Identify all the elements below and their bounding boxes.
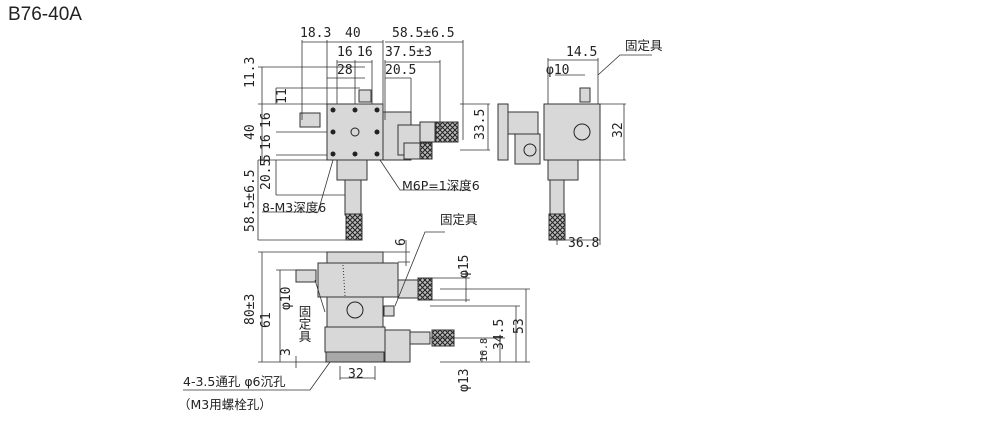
dim-16b: 16 xyxy=(357,45,373,60)
side-view: 14.5 φ10 固定具 32 36.8 xyxy=(497,38,663,251)
dim-16a: 16 xyxy=(337,45,353,60)
dim-34-5: 34.5 xyxy=(492,319,507,350)
front-view: 固定具 6 φ15 80±3 61 φ10 固定具 3 32 34.5 53 1… xyxy=(178,212,530,412)
label-m6-hole: M6P=1深度6 xyxy=(402,178,480,193)
dim-11-3: 11.3 xyxy=(243,57,258,88)
y-micrometer-knurl xyxy=(345,213,363,241)
y-body xyxy=(336,159,368,181)
side-lower xyxy=(547,159,579,181)
dim-phi10-side: φ10 xyxy=(546,63,569,78)
dim-16-left-b: 16 xyxy=(259,134,274,150)
dim-20-5: 20.5 xyxy=(385,63,416,78)
dim-14-5: 14.5 xyxy=(566,45,597,60)
drawing-title: B76-40A xyxy=(8,4,82,25)
front-center-hole xyxy=(346,301,364,319)
side-block-a xyxy=(507,111,539,135)
dim-phi15: φ15 xyxy=(457,255,472,278)
front-base xyxy=(324,326,386,353)
x-micrometer-knurl xyxy=(435,121,459,143)
x-lock xyxy=(403,142,423,160)
y-barrel xyxy=(344,179,362,216)
x-lock-knurl xyxy=(419,142,433,160)
side-barrel xyxy=(549,179,565,216)
front-top-plate xyxy=(326,251,384,265)
side-clamp xyxy=(579,87,591,103)
label-fixture-front: 固定具 xyxy=(440,212,478,227)
dim-11: 11 xyxy=(275,88,290,104)
note-mount-holes: 4-3.5通孔 φ6沉孔 xyxy=(183,374,286,389)
dim-phi13: φ13 xyxy=(457,369,472,392)
side-stage xyxy=(543,103,601,161)
front-y-body xyxy=(384,329,411,363)
side-hole xyxy=(573,123,591,141)
front-upper-body xyxy=(317,262,399,298)
dim-6: 6 xyxy=(394,238,409,246)
side-hole-b xyxy=(523,143,537,157)
dim-3: 3 xyxy=(279,348,294,356)
front-y-barrel xyxy=(409,331,431,345)
dim-33-5: 33.5 xyxy=(473,109,488,140)
dim-32-side: 32 xyxy=(611,122,626,138)
dim-5: 5 xyxy=(259,154,274,162)
note-bolt-holes: （M3用螺栓孔） xyxy=(178,397,272,412)
dim-53: 53 xyxy=(512,318,527,334)
front-x-knurl xyxy=(417,277,433,301)
clamp-top xyxy=(358,89,372,103)
dim-16-left-a: 16 xyxy=(259,112,274,128)
dim-61: 61 xyxy=(259,312,274,328)
front-clamp-left xyxy=(295,269,317,283)
dim-58-5: 58.5±6.5 xyxy=(392,26,455,41)
label-fixture-vertical: 固定具 xyxy=(297,305,312,343)
dim-16-8: 16.8 xyxy=(479,338,490,362)
x-sleeve xyxy=(419,121,436,143)
dim-36-8: 36.8 xyxy=(568,236,599,251)
dim-40-left: 40 xyxy=(243,124,258,140)
m3-holes xyxy=(330,107,380,157)
side-plate xyxy=(497,103,509,161)
label-m3-holes: 8-M3深度6 xyxy=(262,200,326,215)
front-scale xyxy=(342,264,346,297)
dim-32-front: 32 xyxy=(348,367,364,382)
dim-40: 40 xyxy=(345,26,361,41)
dim-58-5-left: 58.5±6.5 xyxy=(243,169,258,232)
dim-80: 80±3 xyxy=(243,294,258,325)
clamp-left xyxy=(299,112,321,128)
side-knurl xyxy=(548,213,566,241)
front-clamp-right xyxy=(383,305,395,317)
front-x-barrel xyxy=(397,279,419,299)
top-view: 18.3 40 58.5±6.5 16 16 37.5±3 28 20.5 11… xyxy=(243,26,490,241)
label-fixture-side: 固定具 xyxy=(625,38,663,53)
dim-28: 28 xyxy=(337,63,353,78)
dim-20-5-left: 20.5 xyxy=(259,159,274,190)
dim-18-3: 18.3 xyxy=(300,26,331,41)
m6-center-hole xyxy=(350,127,360,137)
front-mount xyxy=(325,351,385,363)
dim-37-5: 37.5±3 xyxy=(385,45,432,60)
dim-phi10-front: φ10 xyxy=(279,287,294,310)
